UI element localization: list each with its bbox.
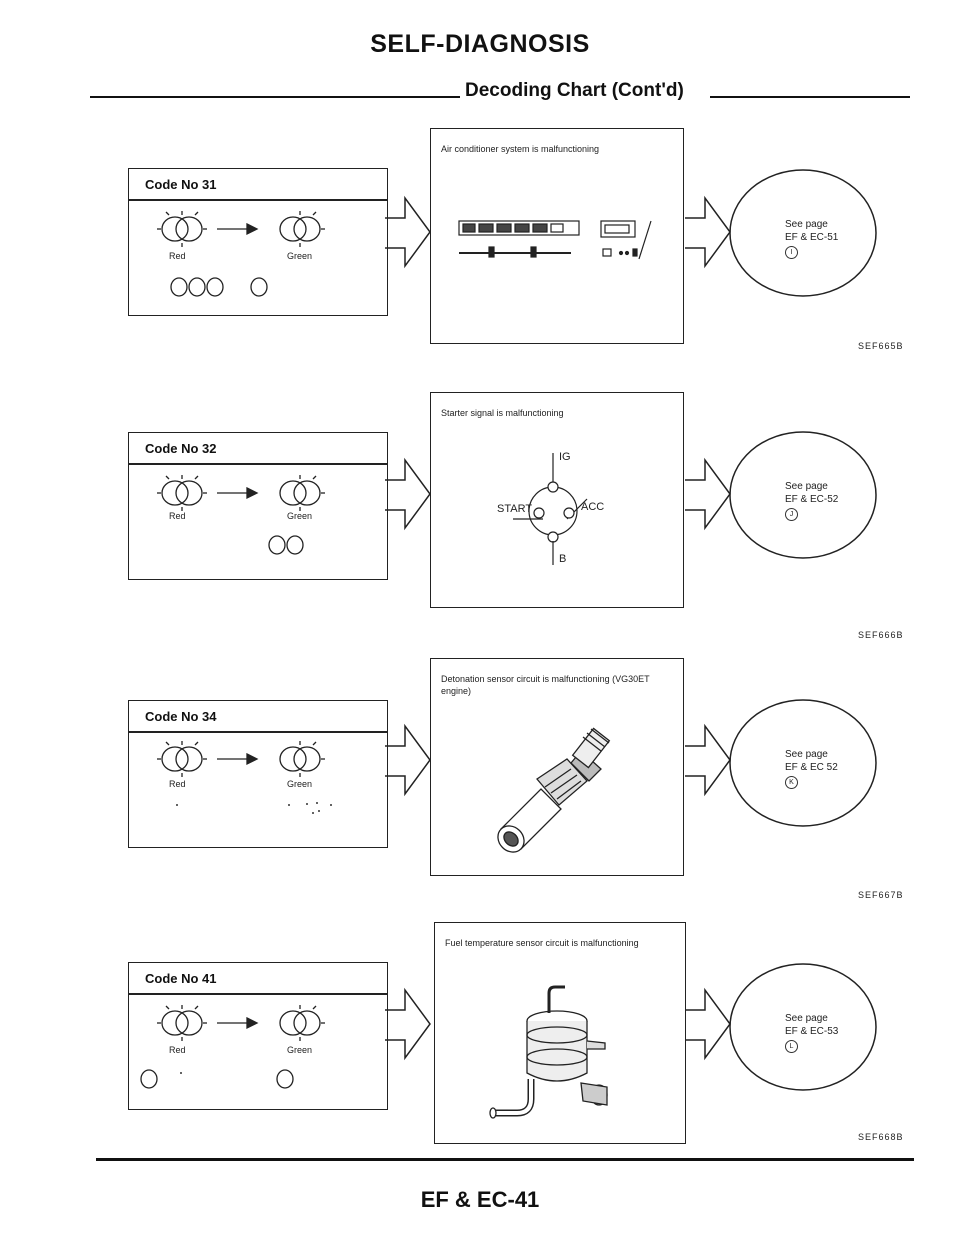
code-box-41: Code No 41 Red Green: [128, 962, 388, 1110]
see-page-reference: See page EF & EC-53 L: [785, 1012, 838, 1053]
figure-ref: SEF668B: [858, 1132, 904, 1142]
code-box-32: Code No 32 Red Green: [128, 432, 388, 580]
green-lamp-lit-icon: [293, 480, 321, 506]
green-lamp-lit-icon: [293, 1010, 321, 1036]
switch-label-ig: IG: [559, 451, 571, 463]
green-lamp-label: Green: [287, 511, 313, 521]
ignition-switch-illustration: [513, 453, 588, 565]
info-box-34: Detonation sensor circuit is malfunction…: [430, 658, 684, 876]
red-lamp-lit-icon: [175, 746, 203, 772]
section-marker: J: [785, 508, 798, 521]
section-marker: K: [785, 776, 798, 789]
see-page-circle: [729, 963, 877, 1091]
figure-ref: SEF665B: [858, 341, 904, 351]
divider: [129, 463, 387, 465]
red-lamp-lit-icon: [175, 1010, 203, 1036]
info-box-32: Starter signal is malfunctioning IG STAR…: [430, 392, 684, 608]
green-lamp-label: Green: [287, 1045, 313, 1055]
lamp-diagram: [140, 1005, 325, 1089]
page-title: SELF-DIAGNOSIS: [370, 30, 590, 58]
code-label: Code No 32: [145, 441, 217, 456]
fault-description: Detonation sensor circuit is malfunction…: [441, 674, 650, 696]
green-lamp-label: Green: [287, 779, 313, 789]
see-page-number: EF & EC-52: [785, 494, 839, 505]
subtitle-rule-right: [710, 96, 910, 98]
divider: [129, 993, 387, 995]
code-label: Code No 34: [145, 709, 217, 724]
figure-ref: SEF667B: [858, 890, 904, 900]
switch-label-b: B: [559, 553, 567, 565]
page-subtitle: Decoding Chart (Cont'd): [462, 80, 687, 102]
red-lamp-lit-icon: [175, 480, 203, 506]
fuel-temperature-sensor-illustration: [489, 985, 608, 1119]
lamp-diagram: [157, 475, 325, 555]
detonation-sensor-illustration: [497, 727, 611, 853]
see-page-label: See page: [785, 481, 828, 492]
red-lamp-label: Red: [169, 779, 186, 789]
see-page-circle: [729, 169, 877, 297]
section-marker: I: [785, 246, 798, 259]
green-lamp-lit-icon: [293, 746, 321, 772]
see-page-number: EF & EC-53: [785, 1026, 839, 1037]
green-lamp-lit-icon: [293, 216, 321, 242]
see-page-label: See page: [785, 1013, 828, 1024]
red-lamp-label: Red: [169, 511, 186, 521]
fault-description: Fuel temperature sensor circuit is malfu…: [445, 938, 639, 948]
lamp-diagram: [157, 741, 332, 814]
code-box-34: Code No 34 Red Green: [128, 700, 388, 848]
see-page-label: See page: [785, 219, 828, 230]
red-lamp-lit-icon: [175, 216, 203, 242]
see-page-reference: See page EF & EC 52 K: [785, 748, 838, 789]
code-label: Code No 31: [145, 177, 217, 192]
see-page-number: EF & EC-51: [785, 232, 839, 243]
divider: [129, 731, 387, 733]
figure-ref: SEF666B: [858, 630, 904, 640]
ac-control-panel-illustration: [458, 220, 652, 260]
green-lamp-label: Green: [287, 251, 313, 261]
see-page-reference: See page EF & EC-51 I: [785, 218, 838, 259]
see-page-circle: [729, 699, 877, 827]
lamp-diagram: [157, 211, 325, 297]
see-page-circle: [729, 431, 877, 559]
code-label: Code No 41: [145, 971, 217, 986]
section-marker: L: [785, 1040, 798, 1053]
fault-description: Starter signal is malfunctioning: [441, 408, 564, 418]
footer-rule: [96, 1158, 914, 1161]
switch-label-acc: ACC: [581, 501, 605, 513]
see-page-label: See page: [785, 749, 828, 760]
red-lamp-label: Red: [169, 1045, 186, 1055]
see-page-reference: See page EF & EC-52 J: [785, 480, 838, 521]
see-page-number: EF & EC 52: [785, 762, 838, 773]
info-box-31: Air conditioner system is malfunctioning: [430, 128, 684, 344]
page-number: EF & EC-41: [420, 1187, 540, 1212]
subtitle-row: Decoding Chart (Cont'd): [90, 80, 910, 112]
fault-description: Air conditioner system is malfunctioning: [441, 144, 600, 154]
divider: [129, 199, 387, 201]
red-lamp-label: Red: [169, 251, 186, 261]
switch-label-start: START: [497, 503, 533, 515]
code-box-31: Code No 31 Red Green: [128, 168, 388, 316]
subtitle-rule-left: [90, 96, 460, 98]
info-box-41: Fuel temperature sensor circuit is malfu…: [434, 922, 686, 1144]
